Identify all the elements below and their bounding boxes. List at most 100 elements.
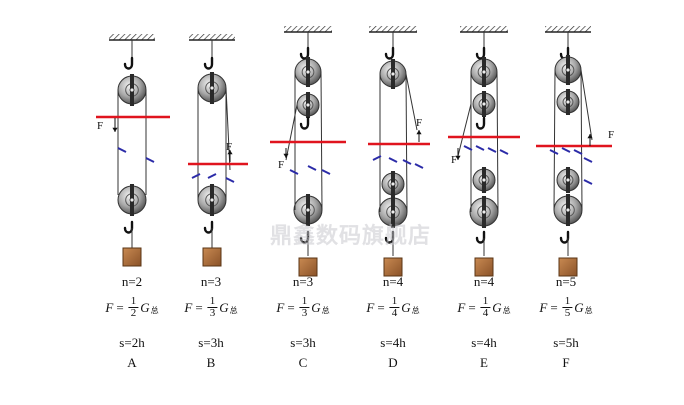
force-arrowhead (416, 130, 422, 135)
pulley-axle (305, 102, 311, 108)
formula-subscript: 总 (229, 306, 238, 315)
rope (580, 69, 583, 211)
force-label: F (451, 154, 457, 166)
rope-mark (561, 147, 571, 153)
formula-equals: = (550, 299, 558, 315)
rope-mark (372, 155, 382, 161)
pulley-axle (481, 177, 487, 183)
ceiling-hatch (369, 26, 417, 32)
distance-label: s=4h (380, 335, 406, 350)
system-letter: F (562, 355, 570, 370)
rope (580, 69, 593, 141)
formula-lhs: F (276, 299, 285, 315)
distance-label: s=4h (471, 335, 497, 350)
formula-denominator: 4 (482, 307, 489, 319)
rope-count-label: n=5 (555, 274, 577, 289)
formula-subscript: 总 (321, 306, 330, 315)
hook (123, 56, 134, 70)
load-block (122, 247, 142, 267)
rope-mark (499, 149, 509, 155)
watermark-text: 鼎鑫数码旗舰店 (270, 224, 432, 249)
formula-g: G (401, 299, 411, 315)
pulley-axle (129, 87, 135, 93)
system-letter: A (127, 355, 137, 370)
formula-g: G (574, 299, 584, 315)
rope-mark (487, 147, 497, 153)
rope-mark (321, 169, 331, 175)
system-letter: D (388, 355, 398, 370)
formula-numerator: 1 (207, 295, 218, 308)
rope-mark (414, 163, 424, 169)
rope-count-label: n=4 (382, 274, 404, 289)
formula-subscript: 总 (502, 306, 511, 315)
rope (225, 87, 231, 171)
pulley-axle (305, 69, 311, 75)
force-arrowhead (283, 153, 289, 158)
hook (475, 230, 486, 244)
pulley-axle (565, 207, 571, 213)
rope (457, 103, 472, 157)
ceiling-hatch (545, 26, 591, 32)
ceiling-hatch (189, 34, 235, 40)
formula-denominator: 3 (209, 307, 216, 319)
formula-numerator: 1 (389, 295, 400, 308)
formula-lhs: F (539, 299, 548, 315)
hook (475, 46, 486, 60)
rope-mark (549, 149, 559, 155)
distance-label: s=3h (198, 335, 224, 350)
formula-g: G (311, 299, 321, 315)
formula-equals: = (468, 299, 476, 315)
rope-mark (191, 173, 201, 179)
distance-label: s=5h (553, 335, 579, 350)
formula-denominator: 3 (301, 307, 308, 319)
formula-lhs: F (105, 299, 114, 315)
rope (496, 71, 499, 213)
pulley-axle (390, 71, 396, 77)
load-block (474, 257, 494, 277)
pulley-axle (565, 99, 571, 105)
load-block (558, 257, 578, 277)
formula-lhs: F (457, 299, 466, 315)
rope-mark (145, 157, 155, 163)
force-arrowhead (455, 155, 461, 160)
pulley-axle (565, 67, 571, 73)
formula-subscript: 总 (150, 306, 159, 315)
rope-mark (207, 173, 217, 179)
hook (559, 230, 570, 244)
pulley-axle (481, 101, 487, 107)
force-label: F (278, 159, 284, 171)
ceiling-hatch (109, 34, 155, 40)
hook (299, 46, 310, 60)
formula-g: G (140, 299, 150, 315)
rope-count-label: n=3 (292, 274, 314, 289)
force-arrowhead (587, 134, 593, 139)
force-label: F (226, 141, 232, 153)
pulley-axle (390, 209, 396, 215)
pulley-axle (565, 177, 571, 183)
force-arrowhead (112, 127, 118, 132)
formula-g: G (492, 299, 502, 315)
load-block (298, 257, 318, 277)
formula-g: G (219, 299, 229, 315)
formula-numerator: 1 (562, 295, 573, 308)
formula-lhs: F (366, 299, 375, 315)
formula-equals: = (377, 299, 385, 315)
hook (203, 56, 214, 70)
rope-mark (573, 149, 583, 155)
formula-subscript: 总 (411, 306, 420, 315)
system-letter: C (298, 355, 308, 370)
formula-equals: = (287, 299, 295, 315)
pulley-axle (305, 207, 311, 213)
pulley-axle (481, 69, 487, 75)
formula-equals: = (116, 299, 124, 315)
